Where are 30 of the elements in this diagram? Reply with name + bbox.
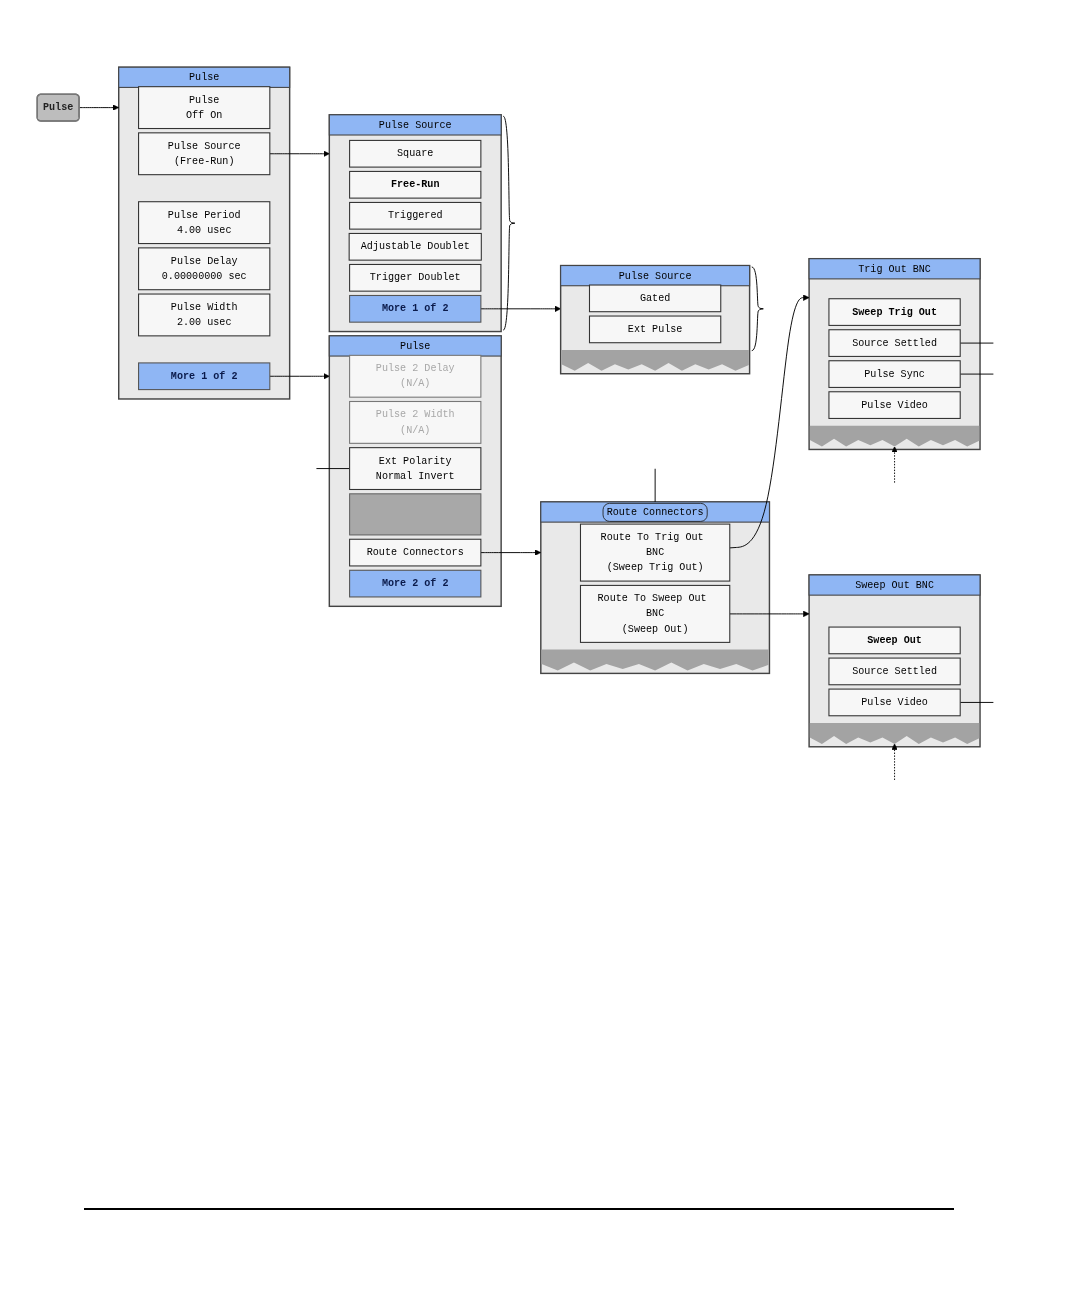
node-box: Pulse Video	[828, 391, 961, 419]
connector	[654, 468, 656, 503]
node-box: More 1 of 2	[349, 294, 482, 323]
node-box: Ext Polarity Normal Invert	[349, 447, 482, 491]
node-box: Square	[349, 139, 482, 168]
node-box: Triggered	[349, 201, 482, 230]
node-box: Source Settled	[828, 329, 961, 357]
node-box: Pulse Width 2.00 usec	[138, 293, 271, 337]
node-box: Source Settled	[828, 657, 961, 686]
node-box: Pulse 2 Width (N/A)	[349, 400, 482, 444]
node-box: Pulse Off On	[138, 86, 271, 130]
node-box: Sweep Out	[828, 626, 961, 655]
node-box: Route Connectors	[349, 538, 482, 567]
node-box: Pulse Period 4.00 usec	[138, 201, 271, 245]
node-box: Free-Run	[349, 170, 482, 199]
node-box: Pulse Sync	[828, 360, 961, 388]
node-box: Route To Trig Out BNC (Sweep Trig Out)	[579, 523, 731, 582]
node-box: Pulse Delay 0.00000000 sec	[138, 247, 271, 291]
node-box: More 2 of 2	[349, 569, 482, 598]
node-box: Pulse 2 Delay (N/A)	[349, 354, 482, 398]
node-box: Route To Sweep Out BNC (Sweep Out)	[579, 584, 731, 643]
node-box: More 1 of 2	[138, 362, 271, 391]
node-box: Pulse Video	[828, 688, 961, 717]
node-box	[349, 493, 482, 536]
node-box: Gated	[588, 284, 722, 313]
node-box: Adjustable Doublet	[348, 232, 482, 261]
node-box: Sweep Trig Out	[828, 298, 961, 326]
node-box: Pulse Source (Free-Run)	[138, 132, 271, 176]
node-box: Ext Pulse	[588, 315, 722, 344]
node-box: Trigger Doublet	[349, 263, 482, 292]
